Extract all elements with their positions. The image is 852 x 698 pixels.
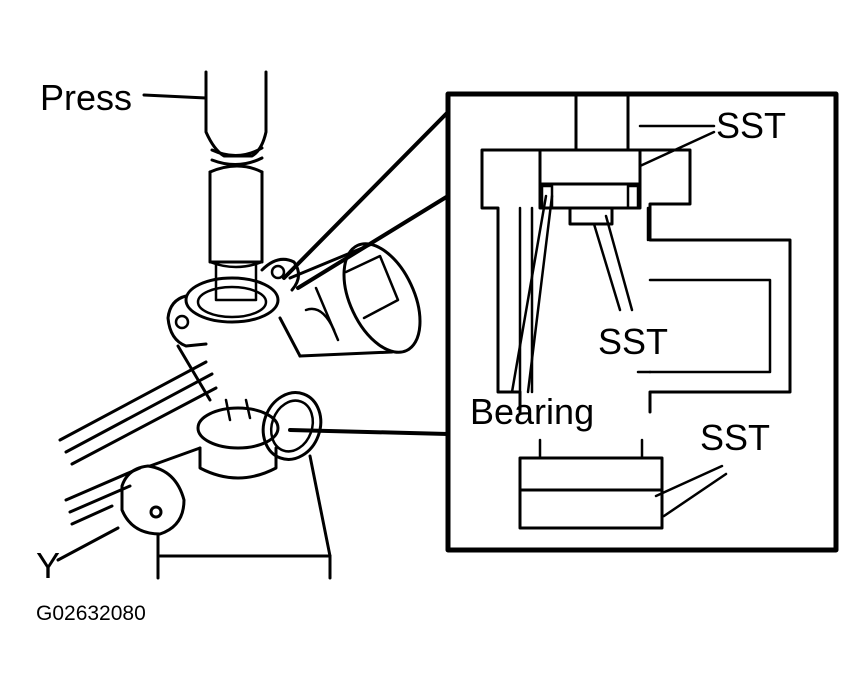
housing-drawing xyxy=(56,70,422,580)
detail-callout xyxy=(445,91,839,553)
housing-section-outline xyxy=(480,148,792,414)
sst-label-bottom: SST xyxy=(700,417,770,458)
pivot-arm xyxy=(120,446,202,536)
upper-sst-tool xyxy=(538,92,642,226)
y-leader-line xyxy=(56,526,120,562)
sst-label-middle: SST xyxy=(598,321,668,362)
upper-flange xyxy=(166,257,302,402)
lower-sst-block xyxy=(518,438,664,530)
sst-label-top: SST xyxy=(716,105,786,146)
lower-bore xyxy=(196,391,323,480)
housing-inner-step xyxy=(648,278,772,374)
press-leader-line xyxy=(142,93,208,100)
support-block xyxy=(156,454,332,580)
press-ram xyxy=(204,70,268,302)
bearing-section xyxy=(518,182,650,394)
callout-connector xyxy=(282,110,450,436)
press-label: Press xyxy=(40,77,132,118)
bearing-label: Bearing xyxy=(470,391,594,432)
leader-lines xyxy=(510,124,728,518)
rack-rod xyxy=(58,360,218,526)
detail-frame xyxy=(445,91,839,553)
figure-code: G02632080 xyxy=(36,602,146,625)
y-marker-label: Y xyxy=(36,545,60,586)
